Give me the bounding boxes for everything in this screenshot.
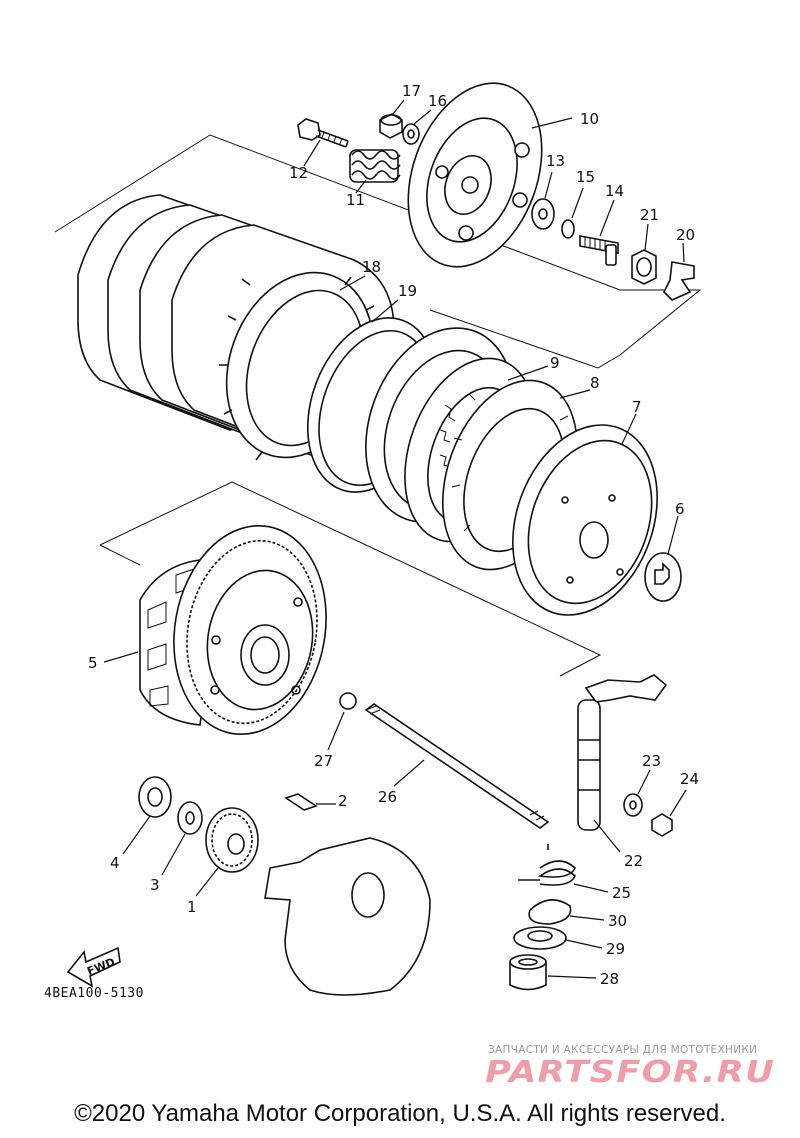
callout-19: 19 — [398, 282, 417, 300]
fwd-arrow-icon: FWD — [66, 946, 121, 988]
callout-18: 18 — [362, 258, 381, 276]
part-17-nut — [379, 113, 403, 139]
part-30-circlip — [528, 899, 572, 925]
part-16-washer — [402, 123, 420, 145]
watermark-logo-text: PARTSFOR.RU — [485, 1056, 775, 1086]
watermark-subtitle: ЗАПЧАСТИ И АКСЕССУАРЫ ДЛЯ МОТОТЕХНИКИ — [488, 1044, 758, 1056]
copyright-notice: ©2020 Yamaha Motor Corporation, U.S.A. A… — [74, 1100, 726, 1127]
part-15-ring — [561, 219, 575, 239]
callout-28: 28 — [600, 970, 619, 988]
part-21-nut — [631, 249, 657, 285]
callout-17: 17 — [402, 82, 421, 100]
callout-9: 9 — [550, 354, 560, 372]
callout-8: 8 — [590, 374, 600, 392]
part-27-ball — [339, 692, 357, 710]
callout-5: 5 — [88, 654, 98, 672]
callout-11: 11 — [346, 191, 365, 209]
part-2-key — [284, 793, 318, 811]
part-20-lock-washer — [663, 261, 695, 301]
driven-gear-bracket — [99, 481, 602, 677]
part-11-spring — [349, 149, 401, 183]
part-14-adjuster — [579, 235, 619, 266]
plate-stack-bracket — [54, 134, 702, 369]
callout-27: 27 — [314, 752, 333, 770]
callout-23: 23 — [642, 752, 661, 770]
callout-2: 2 — [338, 792, 348, 810]
part-28-bearing — [509, 954, 547, 991]
part-23-washer — [623, 793, 643, 817]
part-1-drive-gear — [205, 807, 259, 873]
part-7-clutch-boss — [512, 424, 658, 616]
callout-30: 30 — [608, 912, 627, 930]
fwd-label: FWD — [85, 955, 117, 978]
part-6-lock-washer — [644, 552, 682, 602]
callout-21: 21 — [640, 206, 659, 224]
callout-1: 1 — [187, 898, 197, 916]
part-12-bolt — [297, 118, 349, 148]
callout-24: 24 — [680, 770, 699, 788]
callout-26: 26 — [378, 788, 397, 806]
crankcase-outline — [264, 837, 431, 996]
callout-10: 10 — [580, 110, 599, 128]
callout-4: 4 — [110, 854, 120, 872]
diagram-code: 4BEA100-5130 — [44, 986, 144, 1001]
callout-14: 14 — [605, 182, 624, 200]
callout-7: 7 — [632, 398, 642, 416]
part-24-bolt — [651, 813, 673, 837]
part-4-oil-seal — [138, 776, 172, 818]
callout-12: 12 — [289, 164, 308, 182]
leader-lines — [103, 99, 687, 979]
part-10-pressure-plate — [407, 82, 543, 268]
watermark-logo: PARTSFOR.RU — [485, 1056, 775, 1086]
callout-29: 29 — [606, 940, 625, 958]
part-3-washer — [177, 801, 203, 835]
callout-22: 22 — [624, 852, 643, 870]
part-5-clutch-housing — [139, 524, 327, 736]
part-25-spring — [518, 844, 576, 886]
callout-16: 16 — [428, 92, 447, 110]
part-13-washer — [531, 198, 555, 230]
part-22-push-lever-shaft — [577, 674, 668, 831]
callout-3: 3 — [150, 876, 160, 894]
part-29-oil-seal — [513, 926, 567, 950]
callout-13: 13 — [546, 152, 565, 170]
callout-20: 20 — [676, 226, 695, 244]
callout-25: 25 — [612, 884, 631, 902]
callout-15: 15 — [576, 168, 595, 186]
callout-labels: 17 16 10 12 11 13 15 14 21 20 18 19 9 8 … — [88, 82, 699, 988]
part-26-push-rod — [364, 703, 550, 829]
callout-6: 6 — [675, 500, 685, 518]
